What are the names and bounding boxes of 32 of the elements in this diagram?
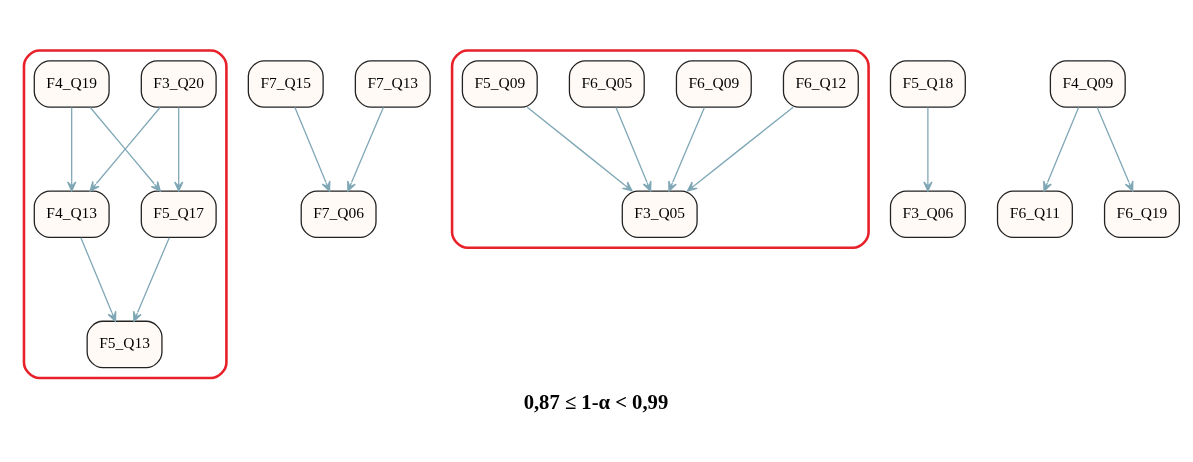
node-box: F5_Q09 (461, 60, 538, 108)
arrow (1043, 106, 1080, 192)
node-box: F6_Q19 (1103, 190, 1180, 239)
node-box: F6_Q05 (568, 60, 645, 108)
arrow (686, 106, 794, 192)
cluster (450, 49, 870, 250)
arrow (347, 106, 384, 192)
node-box: F5_Q13 (86, 320, 163, 369)
arrow (133, 237, 170, 322)
node-box: F3_Q06 (889, 190, 966, 239)
arrow (615, 106, 652, 192)
arrow (89, 106, 161, 192)
node-box: F5_Q17 (140, 190, 217, 239)
node-box: F6_Q12 (782, 60, 859, 108)
node-box: F3_Q05 (621, 190, 698, 239)
node-box: F7_Q06 (300, 190, 377, 239)
node-box: F6_Q09 (675, 60, 752, 108)
node-box: F6_Q11 (996, 190, 1073, 239)
arrow (174, 106, 184, 192)
arrow (526, 106, 633, 192)
node-box: F7_Q15 (247, 60, 324, 108)
arrow (66, 106, 77, 192)
node-box: F4_Q19 (33, 60, 110, 108)
node-box: F4_Q13 (33, 190, 110, 239)
arrow (923, 106, 933, 192)
arrow (668, 106, 706, 192)
node-box: F5_Q18 (889, 60, 966, 108)
node-box: F4_Q09 (1049, 60, 1126, 108)
node-box: F7_Q13 (354, 60, 431, 108)
cluster (22, 49, 228, 380)
caption: 0,87 ≤ 1-α < 0,99 (523, 390, 669, 413)
node-box: F3_Q20 (140, 60, 217, 108)
